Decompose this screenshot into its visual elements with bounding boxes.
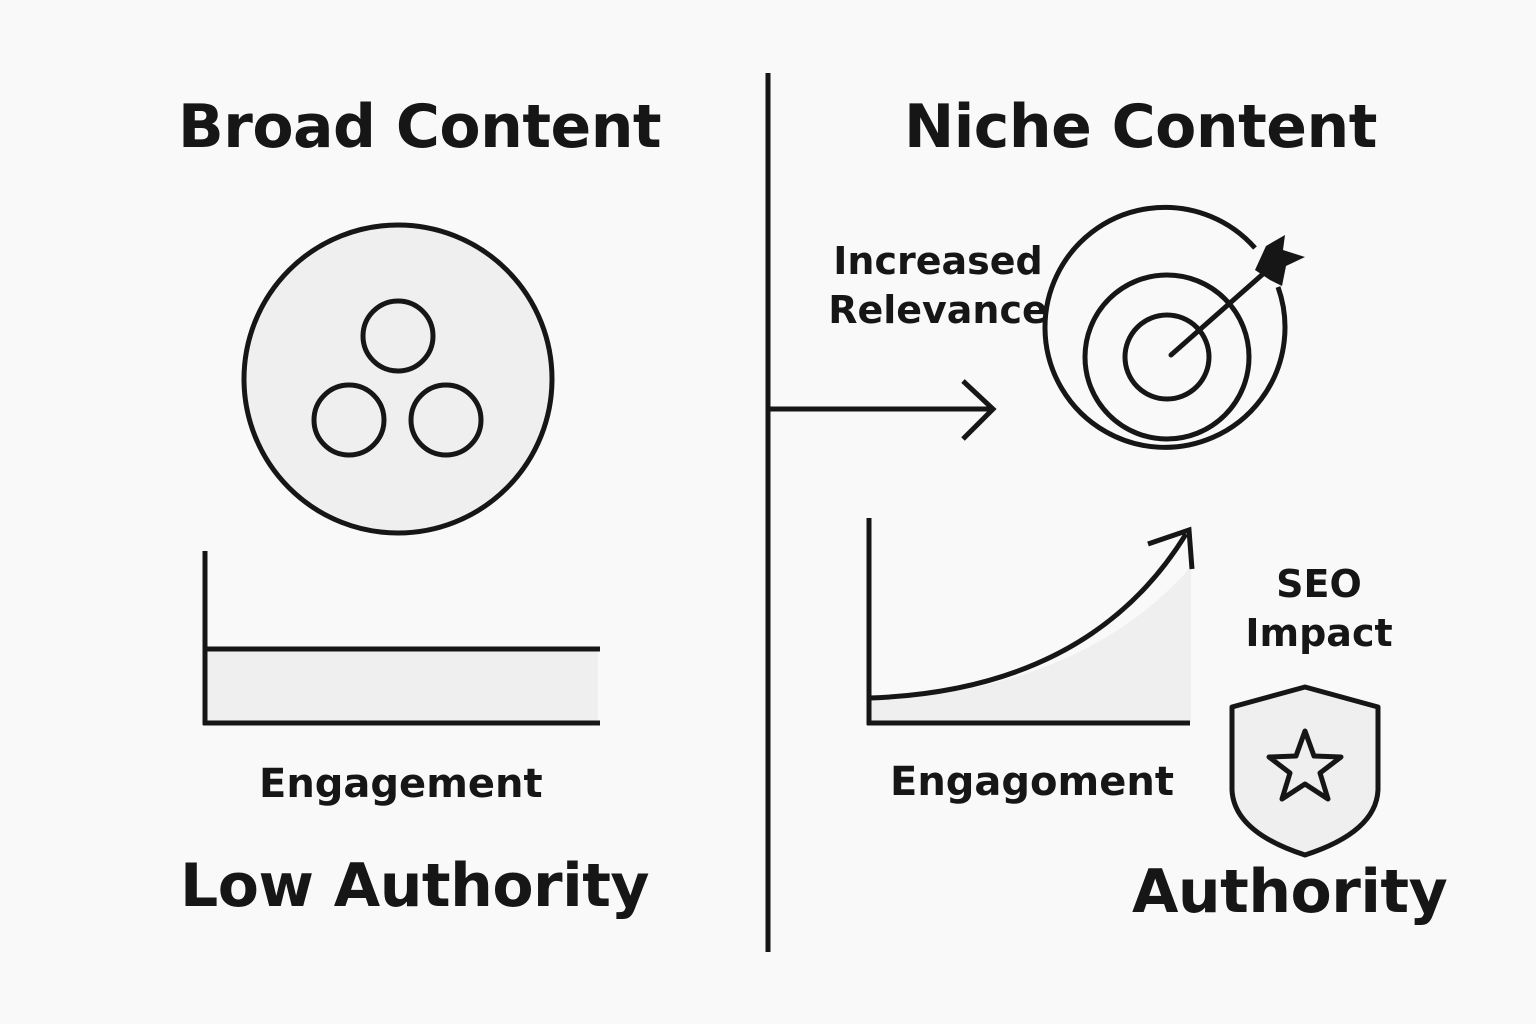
broad-content-title: Broad Content — [178, 92, 662, 162]
seo-impact-label: SEO Impact — [1244, 560, 1394, 659]
right-arrow-icon — [768, 379, 997, 441]
right-engagement-label: Engagoment — [890, 759, 1174, 805]
niche-content-title: Niche Content — [904, 92, 1377, 162]
flat-bar-chart-icon — [202, 551, 600, 726]
left-engagement-label: Engagement — [259, 761, 543, 807]
increased-relevance-label: Increased Relevance — [822, 237, 1054, 336]
target-with-arrow-icon — [1042, 204, 1305, 450]
low-authority-label: Low Authority — [180, 851, 650, 921]
shield-star-icon — [1229, 684, 1381, 858]
increased-relevance-line1: Increased — [833, 239, 1043, 283]
three-circles-in-circle-icon — [241, 222, 555, 536]
seo-impact-line2: Impact — [1245, 611, 1393, 656]
increased-relevance-line2: Relevance — [828, 288, 1048, 333]
authority-label: Authority — [1132, 857, 1448, 927]
seo-impact-line1: SEO — [1276, 562, 1362, 606]
rising-curve-chart-icon — [866, 518, 1195, 726]
